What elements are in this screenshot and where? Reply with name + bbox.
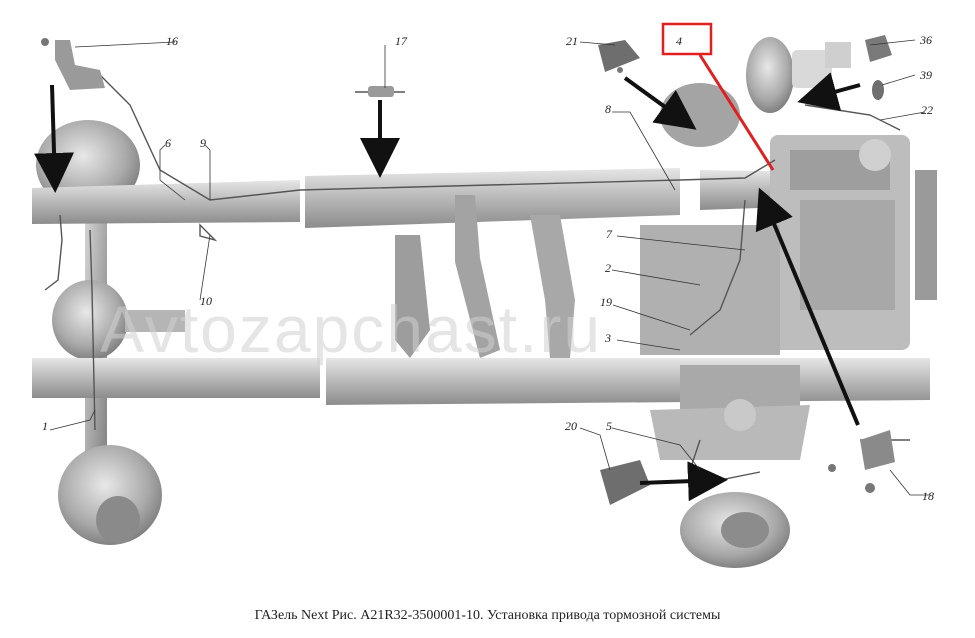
callout-8: 8 (605, 102, 611, 116)
callout-22: 22 (921, 103, 933, 117)
callout-36: 36 (919, 33, 932, 47)
callout-18: 18 (922, 489, 934, 503)
callout-19: 19 (600, 295, 612, 309)
engine (640, 135, 937, 355)
callout-1: 1 (42, 419, 48, 433)
callout-39: 39 (919, 68, 932, 82)
callout-4: 4 (676, 34, 682, 48)
callout-9: 9 (200, 136, 206, 150)
callout-20: 20 (565, 419, 577, 433)
callout-21: 21 (566, 34, 578, 48)
callout-16: 16 (166, 34, 178, 48)
callout-17: 17 (395, 34, 408, 48)
callout-3: 3 (604, 331, 611, 345)
detail-parts (41, 35, 895, 505)
front-suspension (650, 365, 810, 568)
watermark: Avtozapchast.ru (100, 292, 602, 366)
callout-10: 10 (200, 294, 212, 308)
callout-6: 6 (165, 136, 171, 150)
callout-5: 5 (606, 419, 612, 433)
leader-lines (49, 39, 930, 496)
pointer-arrows (34, 72, 861, 502)
figure-caption: ГАЗель Next Рис. А21R32-3500001-10. Уста… (254, 608, 721, 623)
callout-7: 7 (606, 227, 613, 241)
callout-labels: 16 17 21 4 36 39 22 8 6 9 7 2 19 3 10 1 … (42, 33, 934, 503)
brake-lines (44, 74, 910, 481)
highlight-callout-4 (661, 22, 775, 171)
callout-2: 2 (605, 261, 611, 275)
